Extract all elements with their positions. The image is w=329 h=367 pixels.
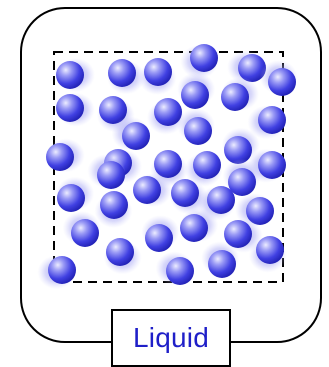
particle-ball xyxy=(184,117,212,145)
particle xyxy=(133,173,172,208)
particle xyxy=(224,218,263,253)
particle-ball xyxy=(57,184,85,212)
particle-ball xyxy=(71,219,99,247)
state-label: Liquid xyxy=(133,322,209,353)
particle xyxy=(87,154,126,189)
particle-ball xyxy=(190,44,218,72)
particle xyxy=(46,138,85,173)
particle-ball xyxy=(100,191,128,219)
particle-ball xyxy=(154,150,182,178)
particle-ball xyxy=(97,161,125,189)
particle-ball xyxy=(193,151,221,179)
particle-ball xyxy=(208,250,236,278)
particle-ball xyxy=(207,186,235,214)
particle xyxy=(201,241,240,278)
particle xyxy=(155,251,194,286)
particle-ball xyxy=(224,220,252,248)
state-label-box: Liquid xyxy=(111,309,231,367)
particle xyxy=(107,59,146,95)
particle xyxy=(138,58,177,95)
particle-ball xyxy=(171,179,199,207)
particle-ball xyxy=(144,58,172,86)
particle xyxy=(184,151,223,187)
particle xyxy=(94,191,133,228)
particle xyxy=(227,50,266,85)
particle-ball xyxy=(106,238,134,266)
particle-ball xyxy=(99,96,127,124)
particle-ball xyxy=(154,98,182,126)
particle xyxy=(177,72,216,109)
particle xyxy=(177,108,216,145)
particle-ball xyxy=(133,176,161,204)
particle xyxy=(248,236,287,273)
particle xyxy=(56,58,95,92)
particle xyxy=(56,92,95,127)
particle xyxy=(62,211,101,247)
particle xyxy=(247,105,286,140)
particle xyxy=(103,238,142,275)
particle xyxy=(235,193,274,228)
particle xyxy=(146,98,185,135)
particle-ball xyxy=(108,59,136,87)
particle-ball xyxy=(46,143,74,171)
particle-ball xyxy=(258,106,286,134)
particle-ball xyxy=(221,83,249,111)
particle-ball xyxy=(48,256,76,284)
particle xyxy=(259,60,298,96)
particle xyxy=(56,176,95,212)
particle-ball xyxy=(228,168,256,196)
particle-ball xyxy=(268,68,296,96)
particle xyxy=(222,159,261,196)
particle-ball xyxy=(246,197,274,225)
particle xyxy=(111,116,150,151)
particle-ball xyxy=(224,136,252,164)
particle-ball xyxy=(181,81,209,109)
particle xyxy=(180,44,219,79)
particle xyxy=(141,215,180,252)
particles-group xyxy=(37,44,298,290)
particle-ball xyxy=(56,94,84,122)
particle-ball xyxy=(238,54,266,82)
particle-ball xyxy=(180,214,208,242)
particle-ball xyxy=(122,122,150,150)
particle xyxy=(37,255,76,290)
particle-ball xyxy=(166,257,194,285)
particle xyxy=(221,76,260,111)
particle xyxy=(221,127,260,164)
particle-ball xyxy=(256,236,284,264)
particle-ball xyxy=(258,151,286,179)
particle-ball xyxy=(145,224,173,252)
particle-ball xyxy=(56,61,84,89)
particle xyxy=(180,208,219,242)
